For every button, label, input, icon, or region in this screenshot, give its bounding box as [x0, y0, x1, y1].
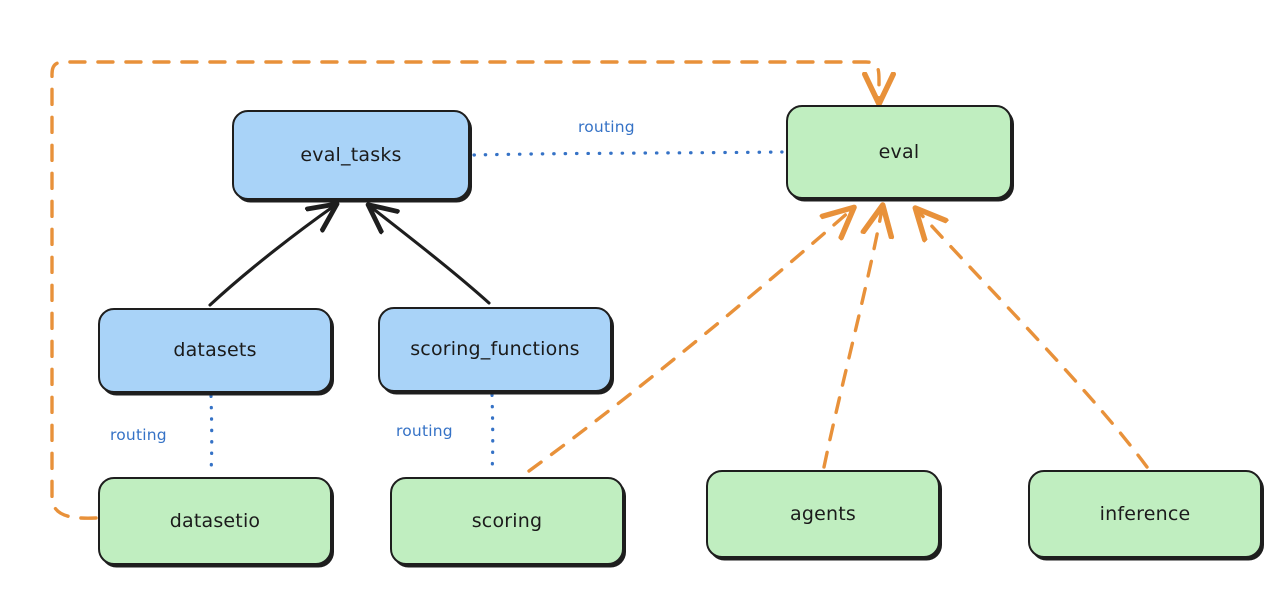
node-eval-tasks[interactable]: eval_tasks [232, 110, 470, 200]
edge-datasets-to-datasetio [209, 394, 214, 475]
node-inference[interactable]: inference [1028, 470, 1262, 558]
edge-scoring-functions-to-eval-tasks [371, 207, 491, 305]
edge-scoring-to-eval [527, 210, 851, 473]
node-label: scoring_functions [410, 338, 580, 361]
node-label: datasetio [169, 509, 261, 532]
node-label: eval [878, 140, 920, 163]
node-label: agents [790, 502, 856, 525]
node-label: scoring [471, 509, 543, 532]
edge-label-routing-eval-tasks: routing [578, 118, 635, 136]
edge-label-routing-scoring-functions: routing [396, 422, 453, 440]
node-scoring-functions[interactable]: scoring_functions [378, 307, 612, 392]
edge-scoring-functions-to-scoring [490, 393, 495, 475]
edge-inference-to-eval [918, 211, 1149, 469]
node-scoring[interactable]: scoring [390, 477, 624, 565]
edge-agents-to-eval [822, 209, 882, 469]
node-label: datasets [173, 339, 257, 362]
node-datasets[interactable]: datasets [98, 308, 332, 393]
node-label: inference [1099, 502, 1191, 525]
node-agents[interactable]: agents [706, 470, 940, 558]
node-eval[interactable]: eval [786, 105, 1012, 199]
edge-label-routing-datasets: routing [110, 426, 167, 444]
node-label: eval_tasks [300, 143, 402, 166]
edge-datasets-to-eval-tasks [208, 206, 334, 307]
edge-eval-tasks-to-eval [472, 150, 784, 157]
node-datasetio[interactable]: datasetio [98, 477, 332, 565]
edge-datasetio-to-eval [50, 60, 879, 520]
